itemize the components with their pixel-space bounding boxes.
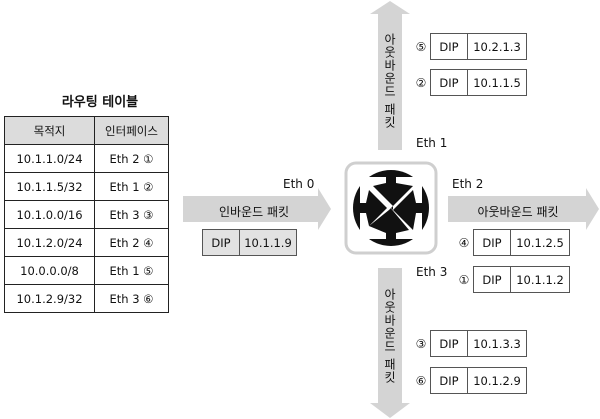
packet-field: DIP bbox=[474, 267, 511, 292]
packet-box: DIP 10.1.1.9 bbox=[202, 229, 297, 256]
outbound-packet-label-eth1: 아웃바운드 패킷 bbox=[382, 33, 397, 129]
packet-value: 10.2.1.3 bbox=[473, 39, 521, 54]
inbound-arrow bbox=[183, 188, 331, 230]
packet-field: DIP bbox=[431, 331, 468, 356]
routing-table-title: 라우팅 테이블 bbox=[61, 95, 139, 110]
outbound-packet-label-eth2: 아웃바운드 패킷 bbox=[477, 205, 559, 219]
eth0-label: Eth 0 bbox=[283, 177, 315, 191]
packet-field: DIP bbox=[431, 70, 468, 95]
packet-box: DIP 10.1.1.2 bbox=[473, 266, 570, 293]
outbound-packet-3: ③ DIP 10.1.3.3 bbox=[412, 330, 527, 357]
eth2-label: Eth 2 bbox=[452, 177, 484, 191]
packet-number: ② bbox=[415, 75, 427, 90]
packet-box: DIP 10.1.2.9 bbox=[430, 367, 527, 394]
router-cross-arrows-icon bbox=[344, 161, 438, 255]
outbound-packet-1: ① DIP 10.1.1.2 bbox=[455, 266, 570, 293]
table-row: 10.1.1.5/32 Eth 1 ② bbox=[4, 172, 169, 201]
table-row: 10.1.2.0/24 Eth 2 ④ bbox=[4, 228, 169, 257]
packet-field: DIP bbox=[431, 34, 468, 59]
packet-number: ③ bbox=[415, 336, 427, 351]
interface-cell: Eth 1 ② bbox=[94, 172, 169, 201]
destination-cell: 10.1.2.9/32 bbox=[4, 284, 95, 313]
packet-number: ⑤ bbox=[415, 39, 427, 54]
packet-number: ④ bbox=[458, 235, 470, 250]
packet-box: DIP 10.1.2.5 bbox=[473, 229, 570, 256]
eth1-label: Eth 1 bbox=[416, 136, 448, 150]
table-row: 10.1.1.0/24 Eth 2 ① bbox=[4, 144, 169, 173]
interface-cell: Eth 3 ⑥ bbox=[94, 284, 169, 313]
packet-box: DIP 10.2.1.3 bbox=[430, 33, 527, 60]
packet-value: 10.1.3.3 bbox=[473, 336, 521, 351]
packet-value: 10.1.2.9 bbox=[473, 373, 521, 388]
packet-field: DIP bbox=[431, 368, 468, 393]
interface-cell: Eth 2 ④ bbox=[94, 228, 169, 257]
outbound-packet-4: ④ DIP 10.1.2.5 bbox=[455, 229, 570, 256]
packet-field: DIP bbox=[203, 230, 240, 255]
packet-box: DIP 10.1.1.5 bbox=[430, 69, 527, 96]
inbound-packet-label: 인바운드 패킷 bbox=[218, 205, 290, 219]
routing-table: 목적지 인터페이스 10.1.1.0/24 Eth 2 ① 10.1.1.5/3… bbox=[4, 116, 169, 313]
interface-cell: Eth 2 ① bbox=[94, 144, 169, 173]
destination-cell: 10.1.0.0/16 bbox=[4, 200, 95, 229]
outbound-packet-5: ⑤ DIP 10.2.1.3 bbox=[412, 33, 527, 60]
packet-value: 10.1.2.5 bbox=[516, 235, 564, 250]
packet-number: ⑥ bbox=[415, 373, 427, 388]
packet-value: 10.1.1.9 bbox=[240, 230, 296, 255]
header-interface: 인터페이스 bbox=[94, 116, 169, 145]
outbound-packet-6: ⑥ DIP 10.1.2.9 bbox=[412, 367, 527, 394]
packet-value: 10.1.1.2 bbox=[516, 272, 564, 287]
destination-cell: 10.1.2.0/24 bbox=[4, 228, 95, 257]
outbound-packet-label-eth3: 아웃바운드 패킷 bbox=[382, 288, 397, 384]
outbound-arrow-eth2 bbox=[448, 188, 599, 230]
outbound-arrow-eth1 bbox=[370, 1, 410, 150]
destination-cell: 10.0.0.0/8 bbox=[4, 256, 95, 285]
packet-field: DIP bbox=[474, 230, 511, 255]
packet-value: 10.1.1.5 bbox=[473, 75, 521, 90]
outbound-packet-2: ② DIP 10.1.1.5 bbox=[412, 69, 527, 96]
table-row: 10.1.2.9/32 Eth 3 ⑥ bbox=[4, 284, 169, 313]
eth3-label: Eth 3 bbox=[416, 265, 448, 279]
inbound-packet: DIP 10.1.1.9 bbox=[202, 229, 297, 256]
outbound-arrow-eth3 bbox=[370, 268, 410, 418]
routing-table-header-row: 목적지 인터페이스 bbox=[4, 116, 169, 145]
packet-number: ① bbox=[458, 272, 470, 287]
destination-cell: 10.1.1.0/24 bbox=[4, 144, 95, 173]
packet-box: DIP 10.1.3.3 bbox=[430, 330, 527, 357]
